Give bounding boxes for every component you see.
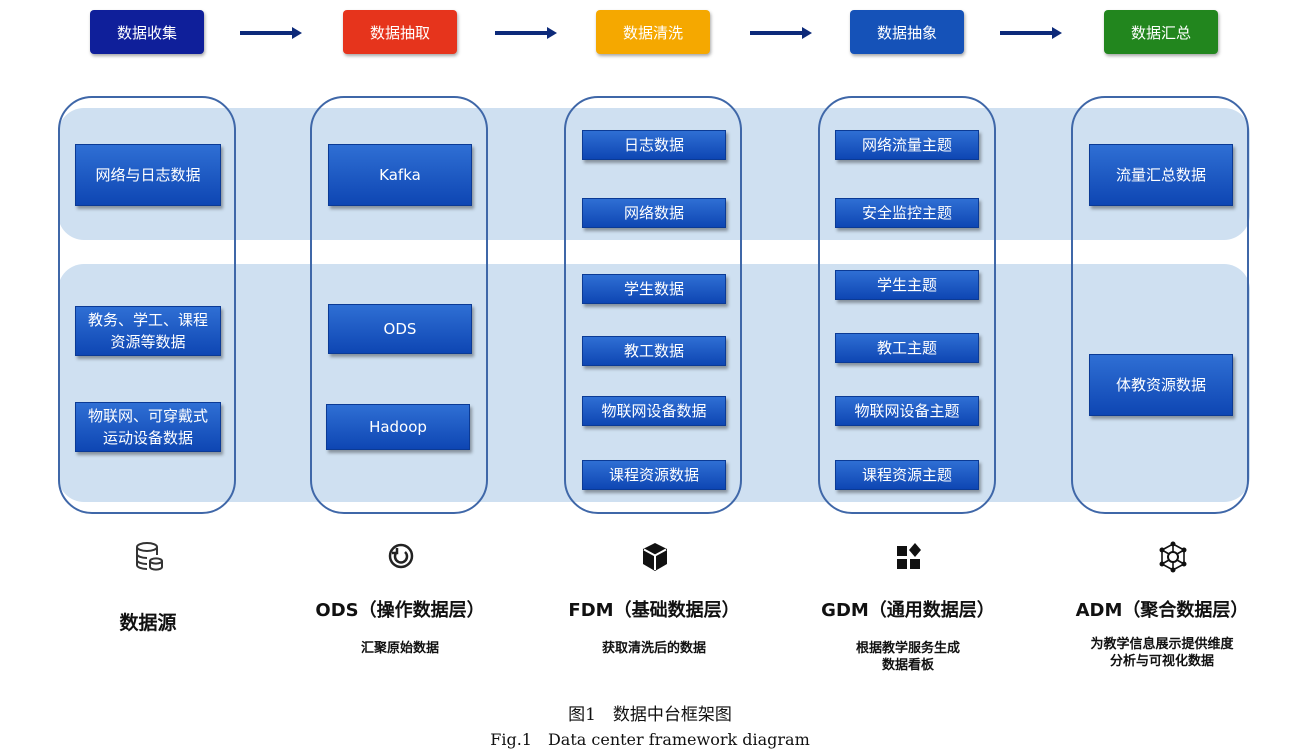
layer-title-adm: ADM（聚合数据层） <box>1075 600 1249 621</box>
box-adm-traffic: 流量汇总数据 <box>1089 144 1233 206</box>
stage-extract: 数据抽取 <box>343 10 457 54</box>
box-gdm-iot: 物联网设备主题 <box>835 396 979 426</box>
layer-title-source: 数据源 <box>119 612 177 634</box>
box-gdm-security: 安全监控主题 <box>835 198 979 228</box>
box-source-academic: 教务、学工、课程 资源等数据 <box>75 306 221 356</box>
layer-title-gdm: GDM（通用数据层） <box>821 600 995 621</box>
database-icon <box>136 542 163 571</box>
stage-aggregate: 数据汇总 <box>1104 10 1218 54</box>
column-ods <box>310 96 488 514</box>
flow-arrow <box>495 27 557 39</box>
stage-clean: 数据清洗 <box>596 10 710 54</box>
flow-arrow <box>1000 27 1062 39</box>
box-source-network-log: 网络与日志数据 <box>75 144 221 206</box>
figure-caption-cn: 图1 数据中台框架图 <box>568 705 732 725</box>
stage-abstract: 数据抽象 <box>850 10 964 54</box>
flow-arrow <box>240 27 302 39</box>
box-gdm-traffic: 网络流量主题 <box>835 130 979 160</box>
box-fdm-iot: 物联网设备数据 <box>582 396 726 426</box>
layer-desc-ods: 汇聚原始数据 <box>360 641 439 656</box>
box-fdm-course: 课程资源数据 <box>582 460 726 490</box>
cube-icon <box>643 543 667 571</box>
column-source <box>58 96 236 514</box>
box-gdm-student: 学生主题 <box>835 270 979 300</box>
network-icon <box>1159 541 1187 573</box>
layer-title-fdm: FDM（基础数据层） <box>568 600 740 621</box>
column-gdm <box>818 96 996 514</box>
box-ods: ODS <box>328 304 472 354</box>
column-adm <box>1071 96 1249 514</box>
refresh-icon <box>388 543 414 569</box>
box-kafka: Kafka <box>328 144 472 206</box>
column-fdm <box>564 96 742 514</box>
flow-arrow <box>750 27 812 39</box>
box-gdm-staff: 教工主题 <box>835 333 979 363</box>
box-fdm-staff: 教工数据 <box>582 336 726 366</box>
box-adm-sports: 体教资源数据 <box>1089 354 1233 416</box>
box-fdm-log: 日志数据 <box>582 130 726 160</box>
layer-desc-gdm: 根据教学服务生成 数据看板 <box>855 641 960 673</box>
stage-collect: 数据收集 <box>90 10 204 54</box>
layer-title-ods: ODS（操作数据层） <box>315 600 485 621</box>
figure-caption-en: Fig.1 Data center framework diagram <box>490 730 810 749</box>
layer-desc-adm: 为教学信息展示提供维度 分析与可视化数据 <box>1090 637 1234 669</box>
box-fdm-network: 网络数据 <box>582 198 726 228</box>
box-source-iot: 物联网、可穿戴式 运动设备数据 <box>75 402 221 452</box>
layer-desc-fdm: 获取清洗后的数据 <box>601 641 706 656</box>
box-gdm-course: 课程资源主题 <box>835 460 979 490</box>
box-fdm-student: 学生数据 <box>582 274 726 304</box>
widgets-icon <box>897 543 921 569</box>
box-hadoop: Hadoop <box>326 404 470 450</box>
